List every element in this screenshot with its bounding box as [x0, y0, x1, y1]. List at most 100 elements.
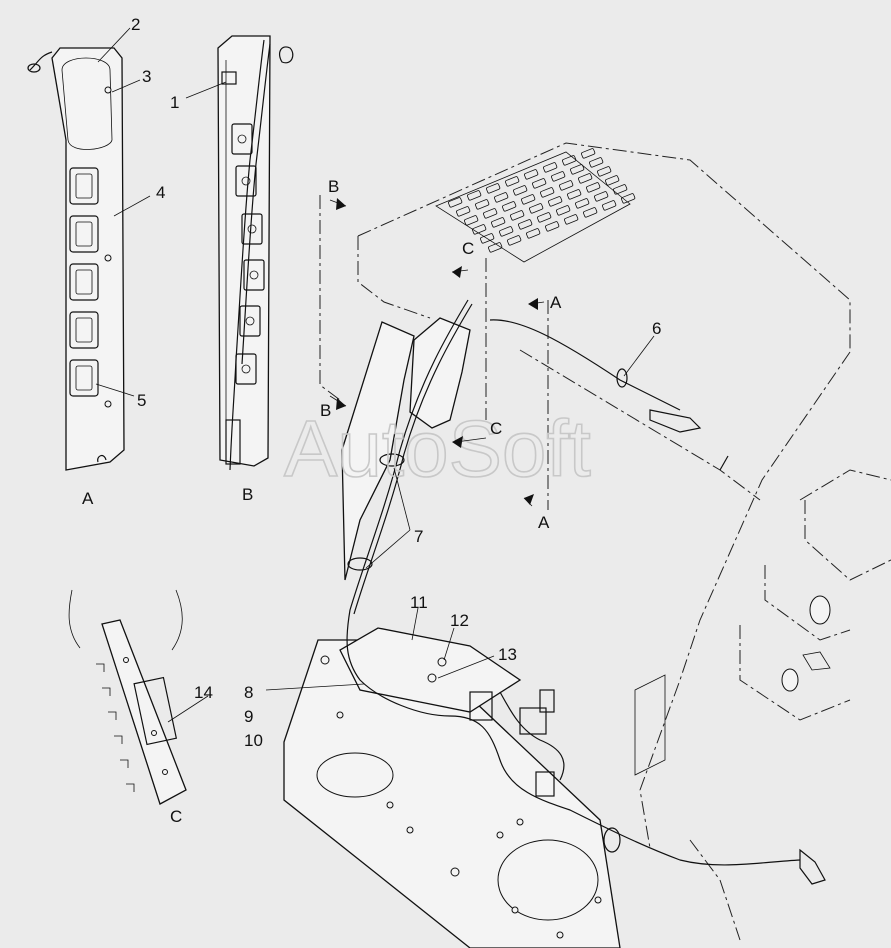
- grille-slot: [486, 183, 501, 194]
- pillar-slot-inner: [75, 365, 93, 391]
- callout-11: 11: [410, 593, 428, 612]
- view-arrows: [336, 198, 538, 505]
- section-label-a-right: A: [550, 293, 562, 312]
- grille-slot: [510, 210, 525, 221]
- callout-6: 6: [652, 319, 661, 338]
- view-label-a: A: [82, 489, 94, 508]
- wiring-harness: [346, 299, 826, 885]
- detail-view-b: [217, 35, 294, 471]
- grille-slot: [594, 191, 609, 202]
- connector-pin: [241, 364, 251, 374]
- connector-pin: [247, 224, 257, 234]
- grille-slot: [597, 166, 612, 177]
- pillar-slot: [69, 359, 99, 397]
- detail-view-a: [27, 47, 125, 471]
- watermark-text: AutoSoft: [284, 404, 591, 493]
- pillar-slot: [69, 263, 99, 301]
- callout-9: 9: [244, 707, 253, 726]
- connector-pin: [245, 316, 255, 326]
- callout-5: 5: [137, 391, 146, 410]
- harness-connector: [231, 123, 253, 155]
- grille-slot: [537, 212, 552, 223]
- harness-connector: [241, 213, 263, 245]
- section-label-c-top: C: [462, 239, 474, 258]
- mount-tab: [114, 735, 123, 744]
- grille-slot: [518, 219, 533, 230]
- machine-body-outline: [319, 142, 891, 941]
- grille-slot: [556, 205, 571, 216]
- top-grille: [435, 148, 636, 263]
- grille-slot: [578, 173, 593, 184]
- pillar-slot-inner: [75, 221, 93, 247]
- section-label-c-mid: C: [490, 419, 502, 438]
- grille-slot: [505, 176, 520, 187]
- mount-tab: [96, 663, 105, 672]
- grille-slot: [456, 206, 471, 217]
- grille-slot: [543, 162, 558, 173]
- grille-slot: [488, 242, 503, 253]
- grille-slot: [507, 235, 522, 246]
- pillar-slot-inner: [75, 269, 93, 295]
- mount-tab: [126, 783, 135, 792]
- grille-slot: [567, 189, 582, 200]
- grille-slot: [448, 197, 463, 208]
- callout-14: 14: [194, 683, 213, 702]
- grille-slot: [589, 157, 604, 168]
- callout-10: 10: [244, 731, 263, 750]
- grille-slot: [532, 178, 547, 189]
- control-plate: [339, 627, 522, 713]
- pillar-slot: [69, 167, 99, 205]
- pillar-slot: [69, 311, 99, 349]
- grille-slot: [586, 182, 601, 193]
- callout-1: 1: [170, 93, 179, 112]
- grille-slot: [575, 198, 590, 209]
- grille-slot: [513, 185, 528, 196]
- view-label-b: B: [242, 485, 253, 504]
- pillar-slot: [69, 215, 99, 253]
- grille-slot: [467, 190, 482, 201]
- main-wall-panel: [283, 639, 621, 948]
- leader-lines: [95, 27, 655, 723]
- grille-slot: [526, 228, 541, 239]
- grille-slot: [480, 233, 495, 244]
- callout-4: 4: [156, 183, 165, 202]
- pillar-slot-inner: [75, 317, 93, 343]
- callout-12: 12: [450, 611, 469, 630]
- connector-pin: [241, 176, 251, 186]
- detail-view-c: [68, 589, 187, 805]
- grille-slot: [524, 169, 539, 180]
- callout-labels: 2 3 4 5 1 6 7 11 12 13 8 9 10 14: [131, 15, 661, 750]
- grille-slot: [491, 217, 506, 228]
- grille-slot: [472, 224, 487, 235]
- grille-slot: [581, 148, 596, 159]
- callout-8: 8: [244, 683, 253, 702]
- grille-slot: [570, 164, 585, 175]
- callout-7: 7: [414, 527, 423, 546]
- callout-3: 3: [142, 67, 151, 86]
- view-letter-labels: A B C B C A B C A: [82, 177, 562, 826]
- grille-slot: [464, 215, 479, 226]
- grille-slot: [621, 193, 636, 204]
- harness-connector: [239, 305, 261, 337]
- grille-slot: [564, 214, 579, 225]
- grille-slot: [529, 203, 544, 214]
- mount-tab: [102, 687, 111, 696]
- grille-slot: [562, 155, 577, 166]
- mount-tab: [108, 711, 117, 720]
- grille-slot: [499, 226, 514, 237]
- grille-slot: [548, 196, 563, 207]
- section-label-b-top: B: [328, 177, 339, 196]
- pillar-slot-inner: [75, 173, 93, 199]
- grille-slot: [502, 201, 517, 212]
- harness-connector: [235, 165, 257, 197]
- section-label-a-mid: A: [538, 513, 550, 532]
- callout-2: 2: [131, 15, 140, 34]
- grille-slot: [613, 184, 628, 195]
- grille-slot: [540, 187, 555, 198]
- view-label-c: C: [170, 807, 182, 826]
- callout-13: 13: [498, 645, 517, 664]
- connector-pin: [237, 134, 247, 144]
- center-pillar: [341, 317, 471, 581]
- grille-slot: [583, 207, 598, 218]
